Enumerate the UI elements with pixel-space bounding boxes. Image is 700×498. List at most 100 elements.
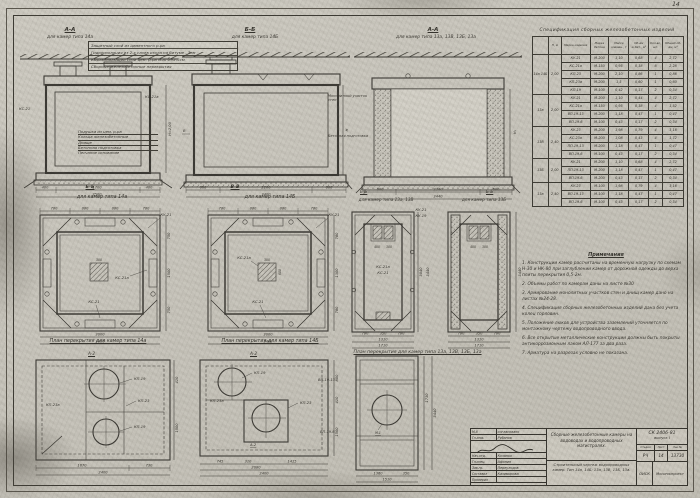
chamber-interior bbox=[390, 88, 488, 178]
part-label: КП-23а bbox=[210, 399, 224, 403]
spec-cell: 0,43 bbox=[608, 150, 630, 159]
top-slab bbox=[191, 73, 341, 86]
part-label: КС-21а bbox=[145, 95, 159, 99]
spec-cell: ПП-19-13 bbox=[560, 166, 591, 175]
dim-label: 3440 bbox=[426, 267, 430, 277]
dim-label: 780 bbox=[458, 332, 466, 336]
spec-cell: КУ-23 bbox=[560, 126, 591, 135]
cover-plan-1: КП-19 КП-23 КП-19 КП-23а 1670 730 2400 4… bbox=[35, 359, 179, 476]
base-hatch bbox=[361, 184, 515, 191]
doc-code: СК 2406-81 bbox=[648, 430, 676, 436]
spec-cell: 1,18 bbox=[608, 190, 630, 199]
order-value: 13730 bbox=[670, 453, 685, 458]
spec-cell: 2,72 bbox=[662, 158, 684, 167]
dim-total: 3400 bbox=[263, 340, 273, 344]
col-header: Масса элемен., т bbox=[608, 36, 630, 55]
spec-cell: 0,43 bbox=[608, 198, 630, 207]
chamber-type: 13В bbox=[532, 126, 549, 159]
dim-label: 3040 bbox=[419, 267, 423, 277]
spec-cell: 1 bbox=[648, 166, 664, 175]
part-label: КУ-19 bbox=[416, 214, 428, 218]
dim-label: 1415 bbox=[287, 460, 297, 464]
person-name: Рубанов bbox=[497, 435, 512, 440]
spec-cell: 0,43 bbox=[628, 134, 650, 143]
plan-outline bbox=[351, 211, 415, 333]
spec-cell: М-100 bbox=[589, 190, 610, 199]
manhole-necks bbox=[53, 61, 133, 77]
person-role: Зав.гр. bbox=[471, 465, 497, 470]
dim-label: 1310 bbox=[378, 338, 388, 342]
manhole-neck bbox=[205, 56, 237, 75]
spec-cell: 0,38 bbox=[628, 102, 650, 111]
spec-cell: 4 bbox=[648, 54, 664, 63]
section3-subtitle: для камер типа 13а, 13В, 13Б, 13а bbox=[396, 35, 476, 40]
spec-cell: 1,72 bbox=[662, 134, 684, 143]
lifting-loop bbox=[405, 73, 411, 79]
spec-cell: 0,43 bbox=[608, 174, 630, 183]
spec-cell: 1,18 bbox=[608, 166, 630, 175]
spec-cell: 0,95 bbox=[608, 102, 630, 111]
leader-label: Монолитный участок стен bbox=[328, 94, 368, 103]
spec-cell: КС-23а bbox=[560, 134, 591, 143]
spec-cell: 0,47 bbox=[628, 166, 650, 175]
plan-14b: 780 880 880 780 300 600 КУ-21 КС-21а КС-… bbox=[207, 207, 339, 345]
spec-table-title: Спецификация сборных железобетонных изде… bbox=[539, 28, 675, 33]
dim-label: 300 bbox=[482, 245, 488, 249]
company-name: Мосинжпроект bbox=[656, 471, 684, 476]
col-header: Марка изделия bbox=[560, 36, 591, 55]
plan2-caption: План перекрытия для камер типа 14Б bbox=[221, 339, 319, 344]
cut-mark: Б-Б bbox=[85, 185, 95, 190]
dim-total: 3440 bbox=[433, 195, 443, 199]
spec-cell: 0,34 bbox=[662, 150, 684, 159]
person-name: Козанко bbox=[497, 453, 512, 458]
top-slab bbox=[371, 77, 505, 90]
meta-headers: Стадия Лист Зак.№ bbox=[637, 445, 687, 451]
dim-label: 600 bbox=[278, 269, 282, 275]
plan-outline bbox=[39, 214, 161, 332]
section2-title: Б-Б bbox=[244, 27, 256, 33]
stage-value: РЧ bbox=[637, 451, 655, 461]
height-label: Н=2,00 bbox=[168, 121, 172, 135]
layer-line: Кольца железобетонные bbox=[78, 135, 158, 141]
section1-layers-note: Подушка из цем. р-ра Кольца железобетонн… bbox=[78, 129, 158, 156]
plan-outline bbox=[199, 359, 329, 457]
spec-cell: 1 bbox=[648, 70, 664, 79]
organization: ОИСК Мосинжпроект bbox=[637, 462, 687, 485]
dim-label: 410 bbox=[335, 396, 339, 404]
spec-cell: 2 bbox=[648, 118, 664, 127]
spec-cell: 0,47 bbox=[628, 142, 650, 151]
detail-mark: А-2 bbox=[88, 351, 96, 356]
dim-label: 780 bbox=[219, 207, 227, 211]
dim-label: 1730 bbox=[425, 393, 429, 403]
col-header: Кол-во, шт. bbox=[648, 36, 664, 55]
top-slab bbox=[43, 75, 153, 86]
dim-label: 880 bbox=[280, 207, 288, 211]
dim-total: 2400 bbox=[98, 471, 108, 475]
spec-cell: 0,60 bbox=[628, 78, 650, 87]
dim-label: 750 bbox=[167, 306, 171, 314]
dim-label: 300 bbox=[264, 258, 270, 262]
person-name: Казимирова bbox=[497, 471, 519, 476]
bottom-slab bbox=[185, 174, 347, 183]
spec-cell: ВП-19-6 bbox=[560, 118, 591, 127]
spec-cell: 0,44 bbox=[628, 94, 650, 103]
spec-header-row: Н, м Марка изделия Марка бетона Масса эл… bbox=[532, 36, 684, 55]
dim-label: 730 bbox=[146, 464, 154, 468]
plan-14a: 780 880 880 780 300 КУ-21 КС-21а КС-21 3… bbox=[39, 207, 171, 345]
spec-cell: 2 bbox=[648, 150, 664, 159]
dim-label: 3440 bbox=[518, 267, 522, 277]
spec-cell: М-200 bbox=[589, 78, 610, 87]
chamber-walls bbox=[192, 83, 340, 177]
spec-cell: 0,34 bbox=[662, 198, 684, 207]
note-item: 4. Спецификация сборных железобетонных и… bbox=[522, 305, 679, 318]
spec-cell: М-100 bbox=[589, 182, 610, 191]
chamber-height: 2,00 bbox=[547, 158, 562, 183]
spec-cell: М-100 bbox=[589, 150, 610, 159]
person-name bbox=[497, 477, 546, 482]
dim-label: 2080 bbox=[251, 466, 261, 470]
layer-line: Подушка из цем. р-ра bbox=[78, 129, 158, 136]
